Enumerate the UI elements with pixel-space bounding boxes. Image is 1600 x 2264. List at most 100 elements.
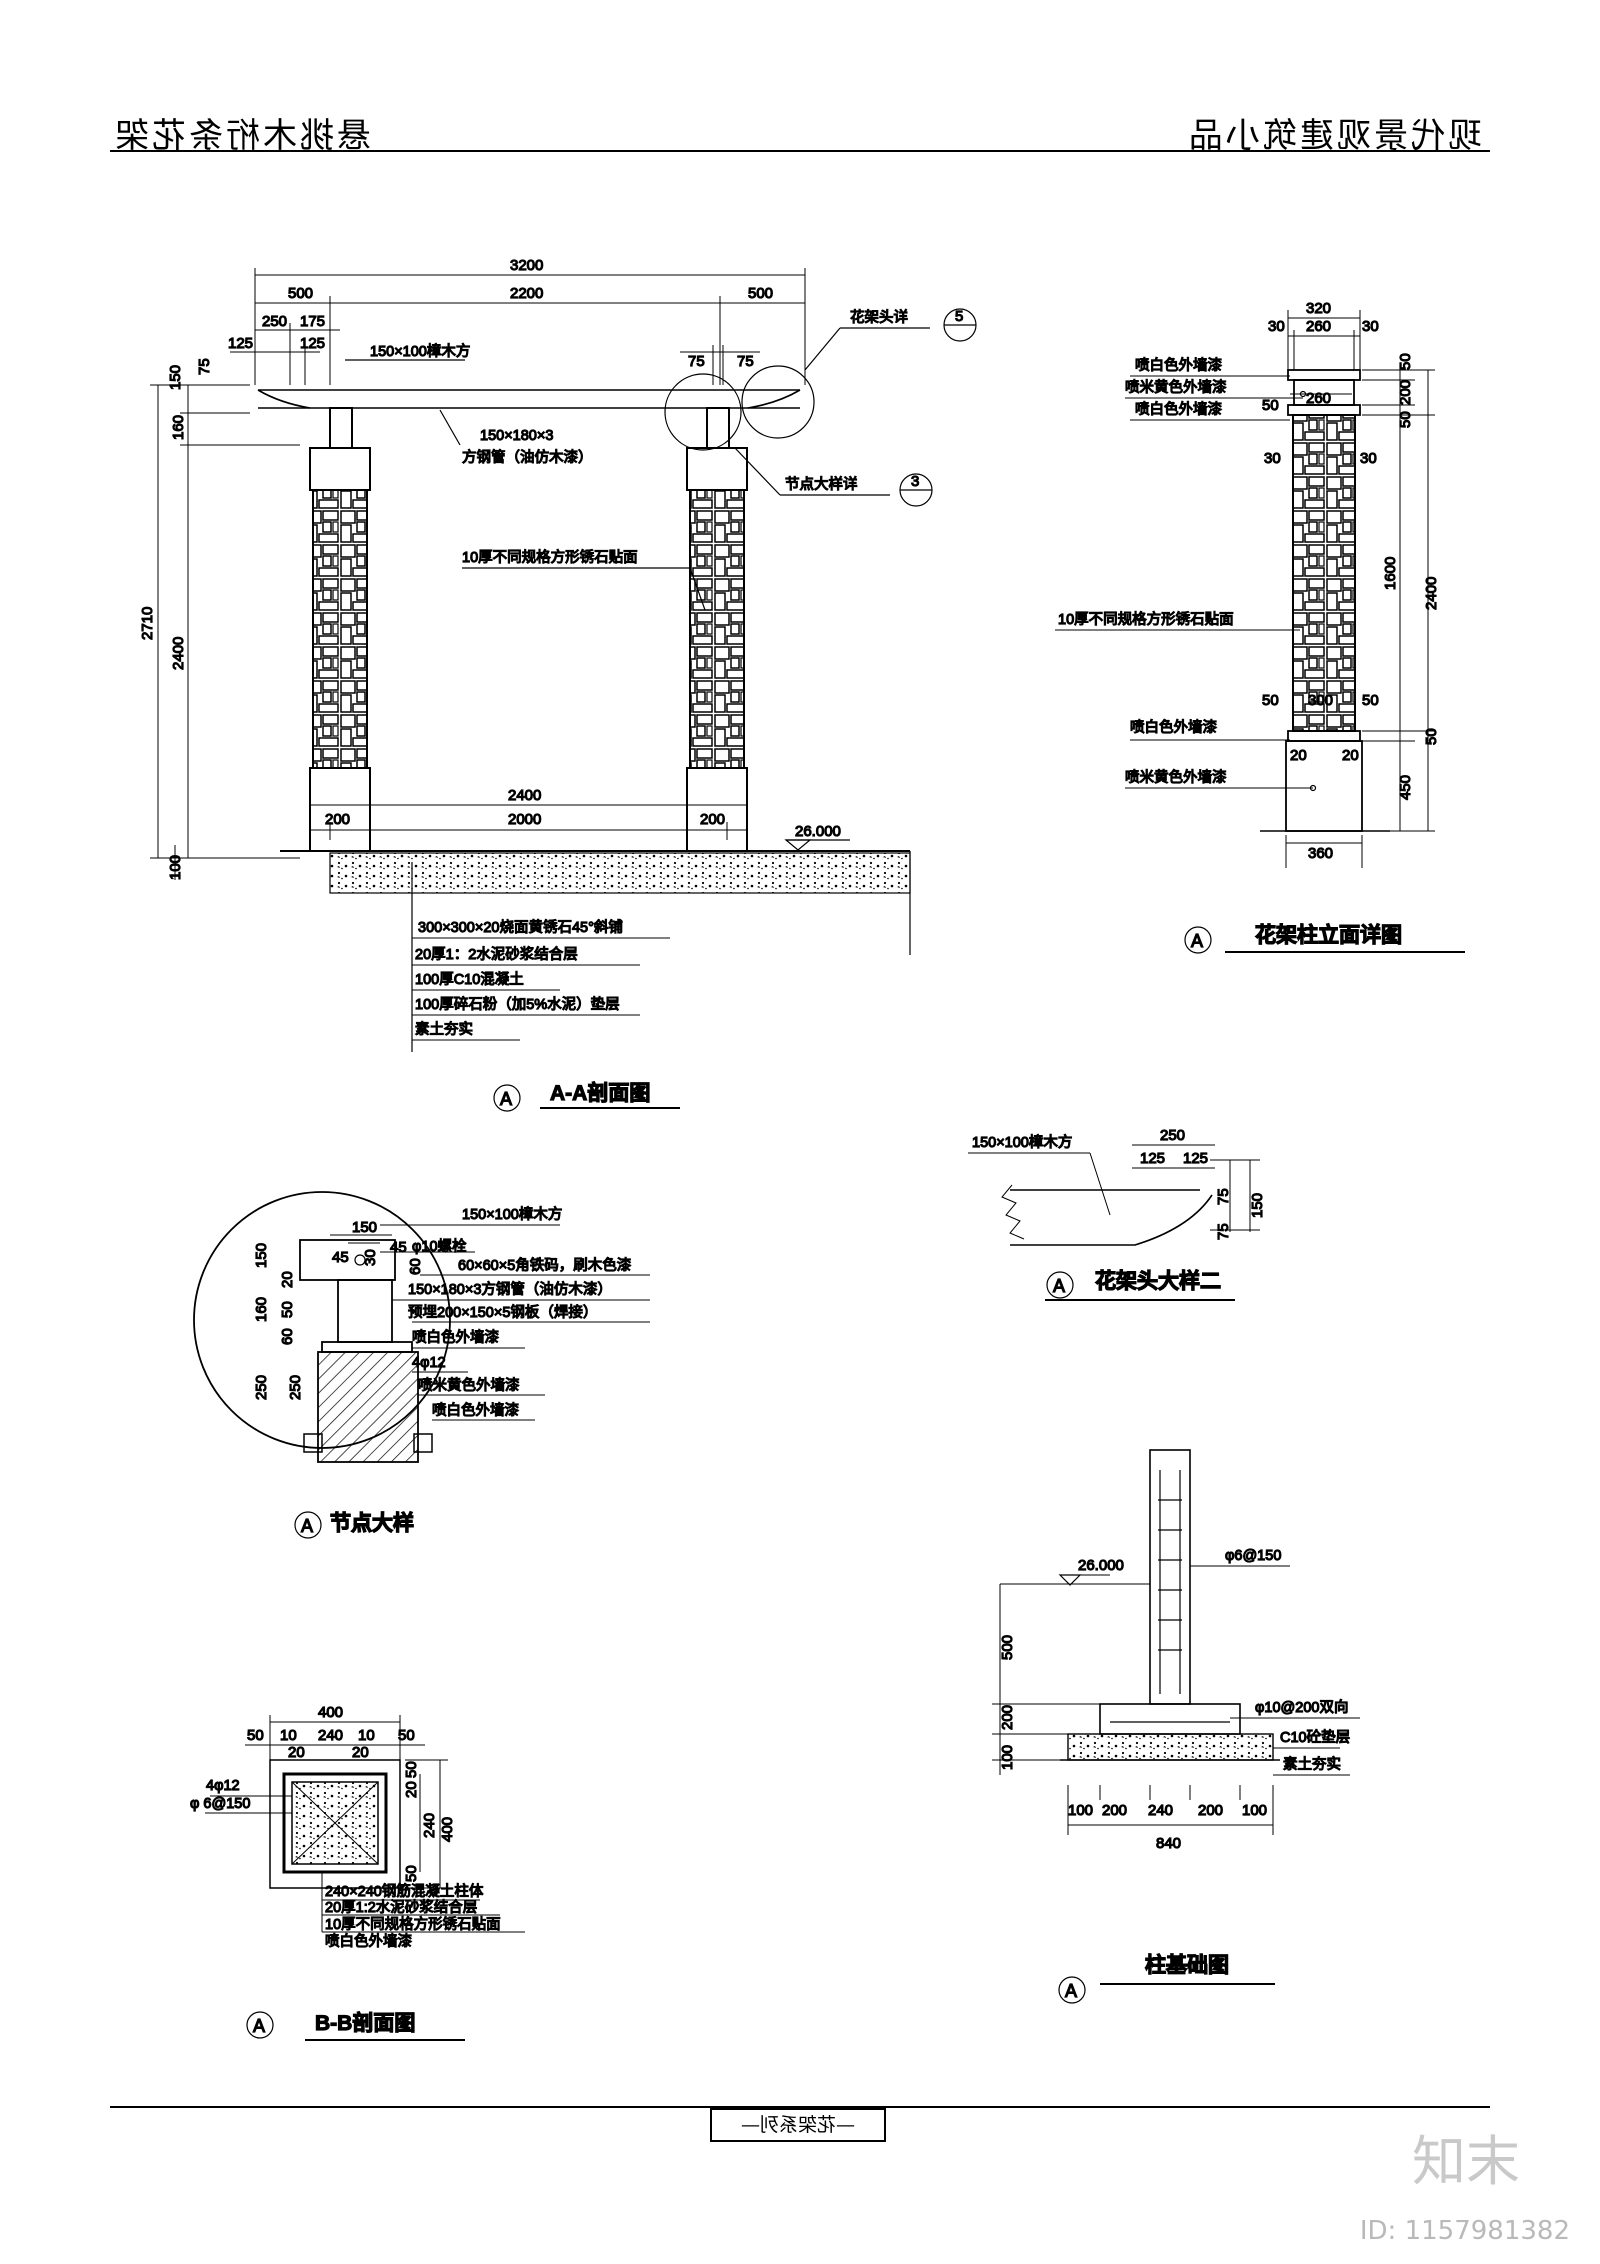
node-title-marker: A (301, 1516, 313, 1536)
bb-layer-4: 喷白色外墙漆 (325, 1933, 412, 1950)
aa-dim-100: 100 (167, 855, 184, 880)
node-dim-50: 50 (279, 1301, 296, 1318)
bb-dim-240v: 240 (421, 1813, 438, 1838)
footer-rule (110, 2106, 1490, 2108)
found-dim-200: 200 (999, 1705, 1016, 1730)
node-dim-150t: 150 (352, 1219, 377, 1236)
aa-dim-500a: 500 (288, 285, 313, 302)
col-dim-50a: 50 (1397, 353, 1414, 370)
col-title: 花架柱立面详图 (1255, 923, 1402, 947)
aa-node-callout-circle (664, 373, 742, 451)
head-detail: 250 125 125 75 75 150 150×100樟木方 A 花架头大样… (968, 1126, 1267, 1301)
col-label-yellow-1: 喷米黄色外墙漆 (1125, 379, 1227, 396)
watermark-logo: 知末 (1412, 2130, 1520, 2193)
head-dim-125a: 125 (1140, 1150, 1165, 1167)
found-label-soil: 素土夯实 (1283, 1756, 1341, 1773)
aa-head-ref-no: 5 (955, 308, 963, 325)
column-elevation: 320 30 260 30 50 200 50 1600 2400 50 450… (1055, 299, 1465, 954)
bb-section: 400 50 10 240 10 50 20 20 50 240 400 20 … (189, 1703, 525, 2041)
col-dim-50b: 50 (1397, 411, 1414, 428)
node-dim-45b: 45 (390, 1239, 407, 1256)
col-title-marker: A (1191, 931, 1203, 951)
head-dim-150: 150 (1249, 1193, 1266, 1218)
col-dim-260b: 260 (1306, 390, 1331, 407)
node-dim-250b: 250 (287, 1375, 304, 1400)
aa-column-left (309, 407, 371, 852)
bb-dim-400: 400 (318, 1704, 343, 1721)
aa-label-node-ref: 节点大样详 (785, 476, 858, 493)
col-dim-50e: 50 (1423, 728, 1440, 745)
col-label-yellow-2: 喷米黄色外墙漆 (1125, 769, 1227, 786)
aa-dim-75a: 75 (688, 353, 705, 370)
node-label-angle: 60×60×5角铁码，刷木色漆 (458, 1257, 631, 1274)
found-label-mesh: φ10@200双向 (1255, 1699, 1348, 1716)
col-dim-20a: 20 (1290, 747, 1307, 764)
col-dim-30a: 30 (1268, 318, 1285, 335)
aa-dim-500b: 500 (748, 285, 773, 302)
node-detail: 150 45 45 150 20 160 50 60 250 250 30 60… (193, 1191, 650, 1539)
found-dim-500: 500 (999, 1635, 1016, 1660)
found-title-marker: A (1065, 1981, 1077, 2001)
found-dim-100: 100 (999, 1745, 1016, 1770)
node-dim-250a: 250 (253, 1375, 270, 1400)
node-dim-45a: 45 (332, 1249, 349, 1266)
aa-title: A-A剖面图 (550, 1081, 650, 1105)
col-label-white-2: 喷白色外墙漆 (1135, 401, 1222, 418)
bb-title-marker: A (253, 2016, 265, 2036)
col-dim-300: 300 (1308, 692, 1333, 709)
node-dim-60: 60 (407, 1258, 424, 1275)
found-dim-b100b: 100 (1242, 1802, 1267, 1819)
head-dim-125b: 125 (1183, 1150, 1208, 1167)
aa-dim-160: 160 (170, 415, 187, 440)
bb-dim-50d: 50 (403, 1865, 420, 1882)
found-dim-b240: 240 (1148, 1802, 1173, 1819)
col-dim-50c: 50 (1262, 692, 1279, 709)
aa-dim-150: 150 (167, 365, 184, 390)
head-title-marker: A (1053, 1276, 1065, 1296)
aa-layer-4: 100厚碎石粉（加5%水泥）垫层 (415, 996, 620, 1013)
bb-dim-50c: 50 (403, 1761, 420, 1778)
aa-dim-75c: 75 (196, 358, 213, 375)
col-dim-30c: 30 (1264, 450, 1281, 467)
found-dim-840: 840 (1156, 1835, 1181, 1852)
aa-layer-2: 20厚1：2水泥砂浆结合层 (415, 945, 578, 963)
watermark-id: ID: 1157981382 (1359, 2216, 1570, 2246)
head-title: 花架头大样二 (1095, 1269, 1221, 1293)
col-dim-50d: 50 (1362, 692, 1379, 709)
aa-dim-2710: 2710 (139, 607, 156, 640)
col-label-stone: 10厚不同规格方形锈石贴面 (1058, 611, 1234, 628)
col-label-white-1: 喷白色外墙漆 (1135, 357, 1222, 374)
bb-layer-3: 10厚不同规格方形锈石贴面 (325, 1916, 501, 1933)
head-dim-250: 250 (1160, 1127, 1185, 1144)
node-dim-30: 30 (362, 1249, 379, 1266)
aa-label-beam: 150×100樟木方 (370, 342, 470, 360)
aa-dim-2400v: 2400 (170, 637, 187, 670)
node-dim-60b: 60 (279, 1328, 296, 1345)
aa-label-pipe-finish: 方钢管（油仿木漆） (462, 449, 593, 466)
aa-label-stone: 10厚不同规格方形锈石贴面 (462, 549, 638, 566)
aa-dim-125b: 125 (300, 335, 325, 352)
aa-dim-175: 175 (300, 313, 325, 330)
col-label-white-3: 喷白色外墙漆 (1130, 719, 1217, 736)
col-dim-360: 360 (1308, 845, 1333, 862)
bb-layer-1: 240×240钢筋混凝土柱体 (325, 1883, 484, 1900)
aa-dim-125a: 125 (228, 335, 253, 352)
found-label-stirrup: φ6@150 (1225, 1548, 1281, 1564)
col-dim-450: 450 (1397, 775, 1414, 800)
bb-label-rebar: 4φ12 (206, 1778, 240, 1794)
found-dim-b200b: 200 (1198, 1802, 1223, 1819)
bb-dim-10a: 10 (280, 1727, 297, 1744)
aa-ground-slab (329, 852, 911, 894)
aa-column-right (686, 407, 748, 852)
node-label-white-1: 喷白色外墙漆 (412, 1329, 499, 1346)
head-label-beam: 150×100樟木方 (972, 1133, 1072, 1151)
col-dim-200: 200 (1397, 380, 1414, 405)
aa-dim-2400h: 2400 (508, 787, 541, 804)
node-label-yellow: 喷米黄色外墙漆 (418, 1377, 520, 1394)
bb-layer-2: 20厚1:2水泥砂浆结合层 (325, 1898, 477, 1916)
found-title: 柱基础图 (1145, 1953, 1229, 1977)
col-dim-30d: 30 (1360, 450, 1377, 467)
aa-layer-1: 300×300×20烧面黄锈石45°斜铺 (418, 919, 623, 936)
head-dim-75b: 75 (1215, 1223, 1232, 1240)
node-title: 节点大样 (330, 1511, 414, 1535)
